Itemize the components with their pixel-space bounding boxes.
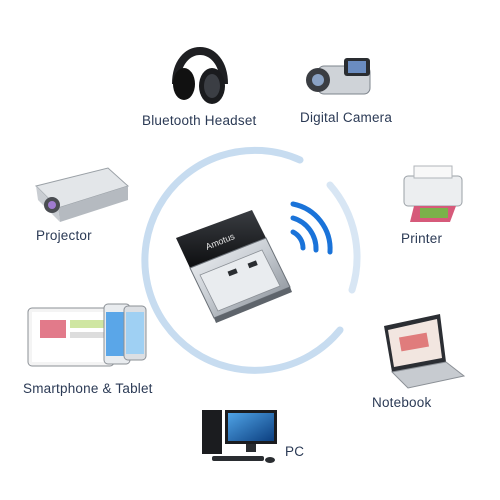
- projector-icon: [35, 167, 129, 222]
- label-pc: PC: [285, 444, 305, 459]
- smartphone-tablet-icon: [27, 303, 147, 367]
- connection-ring: [141, 146, 361, 374]
- headset-icon: [172, 47, 228, 104]
- label-digital-camera: Digital Camera: [300, 110, 393, 125]
- label-printer: Printer: [401, 231, 443, 246]
- printer-icon: [403, 165, 463, 222]
- wireless-signal-icon: [290, 201, 333, 255]
- bluetooth-dongle: [176, 210, 292, 323]
- camera-icon: [306, 58, 371, 95]
- label-smartphone-tablet: Smartphone & Tablet: [23, 381, 153, 396]
- notebook-icon: [384, 314, 466, 389]
- label-projector: Projector: [36, 228, 92, 243]
- label-notebook: Notebook: [372, 395, 432, 410]
- pc-icon: [202, 410, 277, 463]
- label-bluetooth-headset: Bluetooth Headset: [142, 113, 257, 128]
